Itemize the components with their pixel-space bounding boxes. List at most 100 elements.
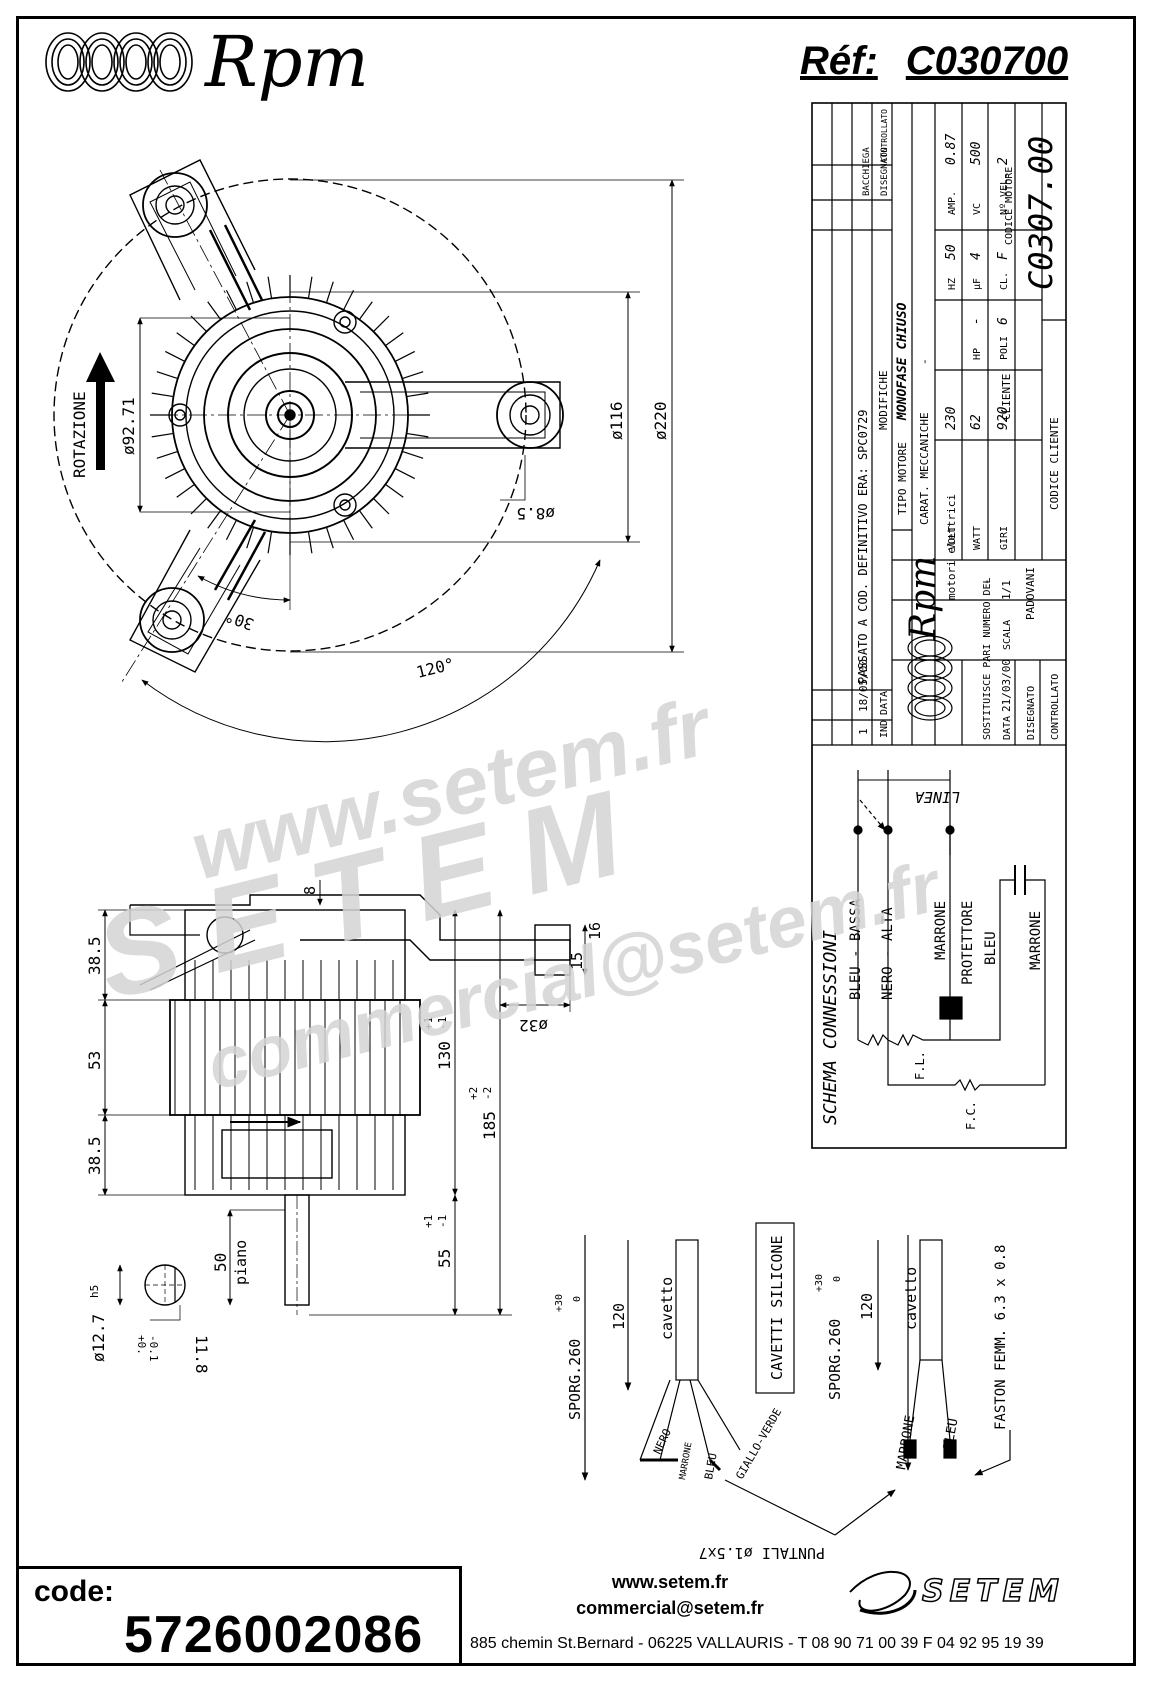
spec-value: 920 [996, 406, 1011, 430]
dim-inner-diameter: ø92.71 [119, 397, 138, 455]
cooling-fin [207, 301, 222, 320]
spec-label: WATT [972, 526, 983, 550]
cooling-fin [394, 468, 416, 480]
plan-dimensions [137, 179, 684, 743]
sheet-frame [16, 16, 1136, 1666]
setem-logo-icon [849, 1570, 917, 1615]
cooling-fin [307, 531, 313, 554]
dim-bore: ø32 [519, 1016, 548, 1035]
code-value: 5726002086 [124, 1606, 424, 1664]
dim-total-length: 185 [480, 1111, 499, 1140]
footer-brand: SETEM [921, 1573, 1065, 1610]
rev-index: 1 [857, 728, 870, 735]
cavetti-silicone: CAVETTI SILICONE [768, 1236, 786, 1381]
cooling-fin [373, 498, 390, 515]
cooling-fin [406, 392, 429, 398]
spec-label: HP [972, 348, 983, 360]
title-logo-icon [907, 635, 953, 721]
dim-flange-b: 16 [586, 922, 604, 940]
side-dimensions [98, 880, 588, 1321]
codice-cliente-label: CODICE CLIENTE [1048, 417, 1061, 510]
cooling-fin [307, 276, 313, 299]
dim-shaft-fit: h5 [88, 1285, 101, 1298]
left-len-main: 120 [610, 1303, 628, 1330]
cooling-fin [267, 531, 273, 554]
data-label: DATA [1002, 716, 1013, 740]
cooling-fin [343, 519, 355, 541]
data-value: 21/03/00 [1000, 659, 1013, 712]
right-sporg: SPORG.260 [826, 1319, 844, 1400]
cooling-fin [343, 289, 355, 311]
spec-label: POLI [999, 336, 1010, 360]
spec-label: CL. [999, 272, 1010, 290]
dim-mid-diameter: ø116 [607, 401, 626, 440]
dim-top-height: 38.5 [85, 936, 104, 975]
rev-text: PASSATO A COD. DEFINITIVO ERA: SPC0729 [856, 409, 870, 684]
left-wire-bleu: BLEU [702, 1452, 719, 1480]
spec-label: GIRI [999, 526, 1010, 550]
cable-drawings [581, 1222, 1011, 1536]
cooling-fin [225, 289, 237, 311]
cooling-fin [225, 519, 237, 541]
code-label: code: [34, 1575, 115, 1608]
reference: Réf:C030700 [800, 36, 1096, 86]
wire-nero-alta: NERO - ALTA [880, 907, 896, 1000]
cooling-fin [156, 371, 178, 380]
dim-flat-length: 50 [211, 1253, 230, 1272]
right-len-main: 120 [858, 1293, 876, 1320]
controllato-label: CONTROLLATO [1050, 674, 1061, 740]
rotation-label: ROTAZIONE [70, 391, 89, 478]
carat-label: CARAT. MECCANICHE [918, 412, 931, 525]
right-wire-bleu: BLEU [941, 1417, 961, 1450]
carat-value: - [918, 358, 931, 365]
spec-value: 230 [944, 406, 959, 430]
left-sporg-tol-dn: 0 [572, 1296, 583, 1302]
cooling-fin [373, 315, 390, 332]
cooling-fin [394, 350, 416, 362]
cooling-fin [385, 483, 404, 498]
rotation-arrow-icon [86, 352, 115, 470]
cooling-fin [207, 510, 222, 529]
footer-web-link[interactable]: www.setem.fr [611, 1572, 729, 1592]
schema-title: SCHEMA CONNESSIONI [820, 930, 841, 1125]
dim-total-tol-up: +2 [467, 1087, 480, 1100]
codice-motore-label: CODICE MOTORE [1004, 167, 1015, 245]
left-cavetto: cavetto [658, 1277, 676, 1340]
cooling-fin [176, 483, 195, 498]
spec-value: 4 [969, 252, 984, 260]
dim-shaft-diameter: ø12.7 [89, 1314, 108, 1362]
spec-value: 500 [969, 141, 984, 165]
tipo-value: MONOFASE CHIUSO [895, 302, 910, 421]
rev-ind-label: IND [879, 720, 890, 738]
cooling-fin [267, 276, 273, 299]
spec-label: µF [972, 278, 983, 290]
spec-value: 2 [996, 157, 1011, 165]
schema-fl: F.L. [913, 1051, 927, 1080]
dim-total-tol-dn: -2 [481, 1087, 494, 1100]
title-block [811, 102, 1067, 1149]
footer-address: 885 chemin St.Bernard - 06225 VALLAURIS … [470, 1635, 1044, 1652]
cooling-fin [325, 527, 334, 549]
spec-value: 50 [944, 244, 959, 260]
scala-value: 1/1 [1000, 580, 1013, 600]
cooling-fin [164, 468, 186, 480]
dim-outer-diameter: ø220 [651, 401, 670, 440]
wire-marrone-2: MARRONE [1028, 911, 1044, 970]
footer-email-link[interactable]: commercial@setem.fr [576, 1598, 764, 1618]
dim-mid-height: 53 [85, 1051, 104, 1070]
wire-bleu: BLEU [983, 931, 999, 965]
schema-linea: LINEA [915, 788, 960, 806]
dim-flat-tol-up: +0. [135, 1335, 148, 1355]
wire-marrone: MARRONE [933, 901, 949, 960]
rev-sheet-label: BACCHIEGA [862, 147, 872, 196]
schema-fc: F.C. [964, 1101, 978, 1130]
motor-specs: VOLT230HZ50AMP.0.87WATT62HP-µF4VC500GIRI… [944, 134, 1011, 550]
rev-checked-label: CONTROLLATO [880, 109, 889, 162]
replaces-value: - [980, 578, 993, 585]
puntali-label: PUNTALI ø1.5x7 [699, 1544, 825, 1562]
right-sporg-tol-up: +30 [814, 1274, 825, 1292]
motor-side-view [129, 894, 571, 1315]
cooling-fin [402, 450, 424, 459]
dim-body-tol-up: +1 [422, 1017, 435, 1030]
wire-protettore: PROTETTORE [960, 901, 976, 985]
